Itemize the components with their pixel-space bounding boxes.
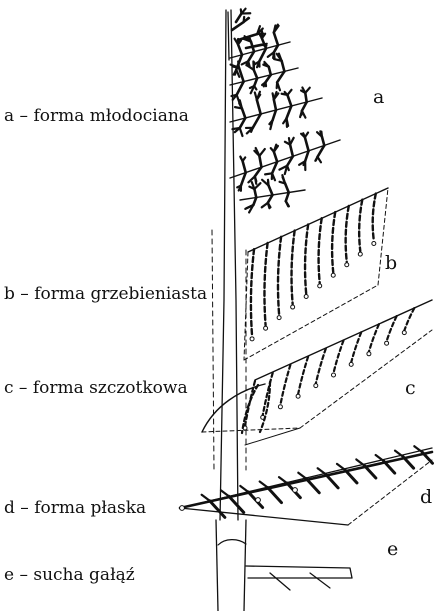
letter-a: a (373, 88, 384, 107)
form-a-juvenile (228, 9, 340, 213)
letter-d: d (420, 488, 432, 507)
label-comb-form: b – forma grzebieniasta (4, 286, 207, 303)
letter-c: c (405, 379, 416, 398)
letter-e: e (387, 540, 398, 559)
tree-trunk (212, 10, 246, 611)
form-d-flat (180, 446, 433, 525)
letter-b: b (385, 254, 397, 273)
form-e-dry-branch (246, 566, 352, 590)
label-dry-branch: e – sucha gałąź (4, 567, 135, 584)
label-brush-form: c – forma szczotkowa (4, 380, 188, 397)
label-juvenile-form: a – forma młodociana (4, 108, 189, 125)
label-flat-form: d – forma płaska (4, 500, 146, 517)
form-b-comb (244, 188, 388, 360)
